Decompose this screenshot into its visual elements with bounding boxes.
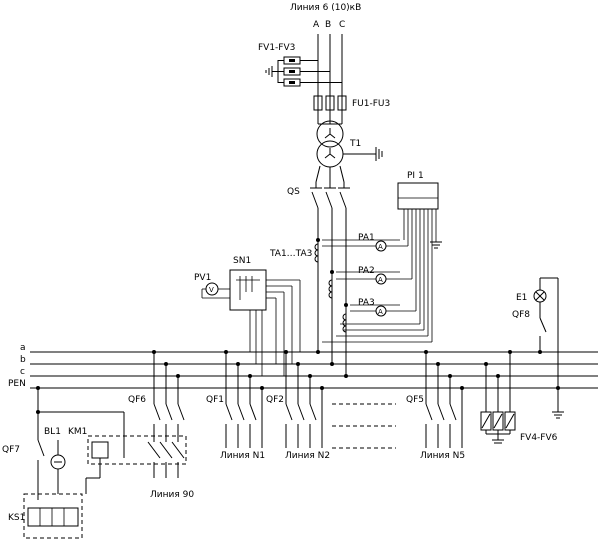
qf2-label: QF2 [266,395,284,405]
ks1-label: KS1 [8,513,25,523]
qf8-label: QF8 [512,310,530,320]
lighting-e1: E1 QF8 [512,277,564,419]
line-n5-label: Линия N5 [420,451,465,461]
line-n2-label: Линия N2 [285,451,330,461]
transformer-t1: T1 [315,110,383,183]
bus-c-label: c [20,367,25,377]
phase-b-label: B [325,20,331,30]
line-90-label: Линия 90 [150,490,194,500]
fv4-fv6-label: FV4-FV6 [520,433,558,443]
line-header-label: Линия 6 (10)кВ [290,3,361,13]
phase-a-label: A [313,20,320,30]
voltmeter-pv1: PV1 V [194,273,230,299]
pa1-symbol: A [378,243,383,251]
feeder-qf6: QF6 Линия 90 [128,352,194,500]
e1-label: E1 [516,293,527,303]
junction-dots [36,238,560,414]
bl1-label: BL1 [44,427,61,437]
bus-b-label: b [20,355,26,365]
qf1-label: QF1 [206,395,224,405]
qf7-label: QF7 [2,445,20,455]
qf6-label: QF6 [128,395,146,405]
omitted-feeders [332,403,396,449]
voltage-switch-sn1: SN1 [229,256,301,376]
t1-label: T1 [349,139,361,149]
qf5-label: QF5 [406,395,424,405]
ta1-ta3-label: TA1…TA3 [269,249,312,259]
meter-pi1: PI 1 [322,171,442,343]
feeder-qf5: QF5 Линия N5 [406,352,465,461]
bus-a-label: a [20,343,26,353]
pv1-symbol: V [209,286,214,294]
pi1-label: PI 1 [407,171,424,181]
ammeters: PA1 PA2 PA3 A A A [322,233,416,317]
current-transformers-ta1-ta3: TA1…TA3 [269,243,347,333]
phase-c-label: C [339,20,345,30]
qs-label: QS [287,187,300,197]
bus-pen-label: PEN [8,379,26,389]
disconnector-qs: QS [287,182,350,376]
pv1-label: PV1 [194,273,211,283]
feeder-qf1: QF1 Линия N1 [206,352,265,461]
pa1-label: PA1 [358,233,375,243]
line-n1-label: Линия N1 [220,451,265,461]
pa3-label: PA3 [358,298,375,308]
feeder-qf2: QF2 Линия N2 [266,352,330,461]
control-circuit: QF7 BL1 KM1 KS1 [2,388,187,539]
km1-label: KM1 [68,427,87,437]
pa2-symbol: A [378,276,383,284]
sn1-label: SN1 [233,256,251,266]
fu1-fu3-label: FU1-FU3 [352,99,390,109]
fv1-fv3-label: FV1-FV3 [258,43,295,53]
pa3-symbol: A [378,308,383,316]
fuses-fu1-fu3: FU1-FU3 [313,95,390,111]
busbars: a b c PEN [8,343,598,389]
surge-arresters-fv1-fv3: FV1-FV3 [258,43,342,87]
surge-arresters-fv4-fv6: FV4-FV6 [480,352,558,444]
pa2-label: PA2 [358,266,375,276]
